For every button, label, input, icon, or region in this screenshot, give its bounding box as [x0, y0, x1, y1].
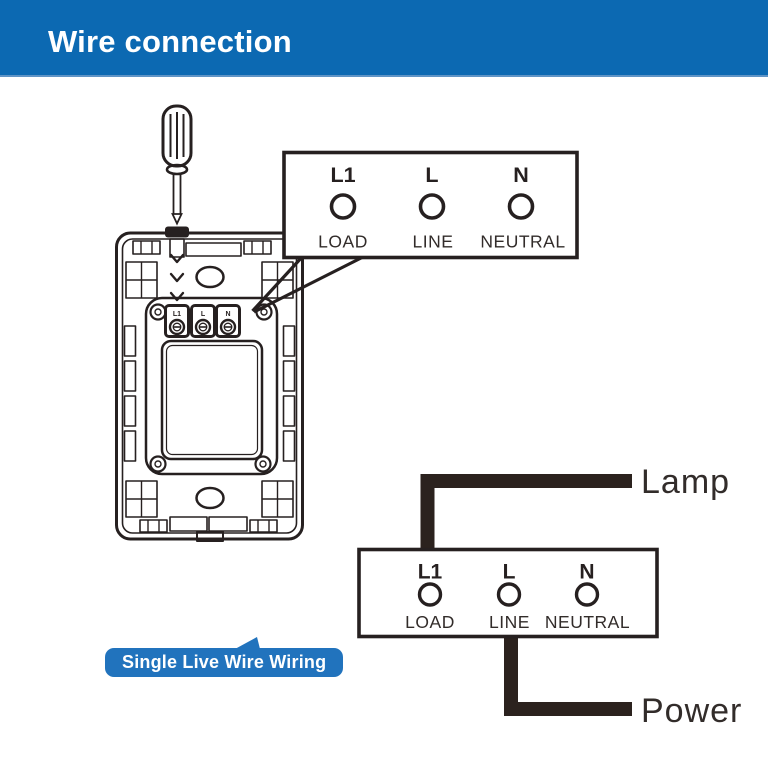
- callout-terminal-hole-l1: [329, 193, 357, 220]
- terminal-block-l1: [164, 304, 190, 338]
- callout-terminal-id-n: N: [513, 163, 529, 187]
- plate-side-slots: [123, 325, 296, 462]
- mounting-slot-top: [195, 265, 225, 289]
- plate-bottom-tabs: [139, 516, 278, 542]
- recessed-frame: [144, 296, 279, 476]
- panel-terminal-id-l: L: [503, 561, 516, 584]
- callout-terminal-name-neutral: NEUTRAL: [480, 232, 565, 252]
- panel-terminal-name-neutral: NEUTRAL: [545, 612, 630, 632]
- panel-terminal-id-l1: L1: [418, 561, 443, 584]
- panel-terminal-hole-n: [574, 582, 600, 607]
- switch-body: [160, 339, 264, 461]
- terminal-block-n: [215, 304, 241, 338]
- callout-terminal-hole-n: [507, 193, 535, 220]
- mounting-slot-bottom: [195, 486, 225, 510]
- page-header: Wire connection: [0, 0, 768, 77]
- badge-pointer: [235, 637, 260, 649]
- switch-terminal-label-l: L: [201, 311, 206, 318]
- lamp-wire: [420, 474, 632, 560]
- terminal-block-l: [190, 304, 216, 338]
- screwdriver-icon: [161, 104, 193, 238]
- wiring-panel: L1 L N LOAD LINE NEUTRAL Lamp Power: [357, 463, 742, 730]
- switch-terminal-label-n: N: [225, 311, 230, 318]
- switch-terminal-blocks: L1 L N: [164, 304, 241, 338]
- wiring-type-badge: Single Live Wire Wiring: [105, 637, 344, 677]
- plate-top-clip: [165, 226, 189, 238]
- panel-terminal-hole-l1: [417, 582, 443, 607]
- plate-corner-grids: [125, 261, 294, 518]
- switch-terminal-label-l1: L1: [173, 311, 181, 318]
- switch-backplate-drawing: L1 L N: [115, 231, 304, 542]
- callout-terminal-name-load: LOAD: [318, 232, 368, 252]
- terminal-callout: L1 L N LOAD LINE NEUTRAL: [251, 150, 579, 314]
- chevron-down-icons: [169, 253, 185, 302]
- panel-terminal-hole-l: [496, 582, 522, 607]
- power-label: Power: [641, 692, 742, 730]
- wiring-type-badge-label: Single Live Wire Wiring: [122, 652, 327, 672]
- callout-terminal-id-l: L: [425, 163, 438, 187]
- corner-screws: [149, 303, 273, 473]
- panel-terminal-name-load: LOAD: [405, 612, 455, 632]
- panel-terminal-name-line: LINE: [489, 612, 530, 632]
- power-wire: [504, 628, 632, 716]
- panel-terminal-id-n: N: [579, 561, 594, 584]
- callout-terminal-hole-l: [418, 193, 446, 220]
- plate-top-tabs: [132, 238, 272, 258]
- panel-box: [357, 547, 659, 639]
- callout-terminal-id-l1: L1: [330, 163, 355, 187]
- lamp-label: Lamp: [641, 463, 730, 501]
- callout-terminal-name-line: LINE: [413, 232, 454, 252]
- page-title: Wire connection: [48, 24, 292, 59]
